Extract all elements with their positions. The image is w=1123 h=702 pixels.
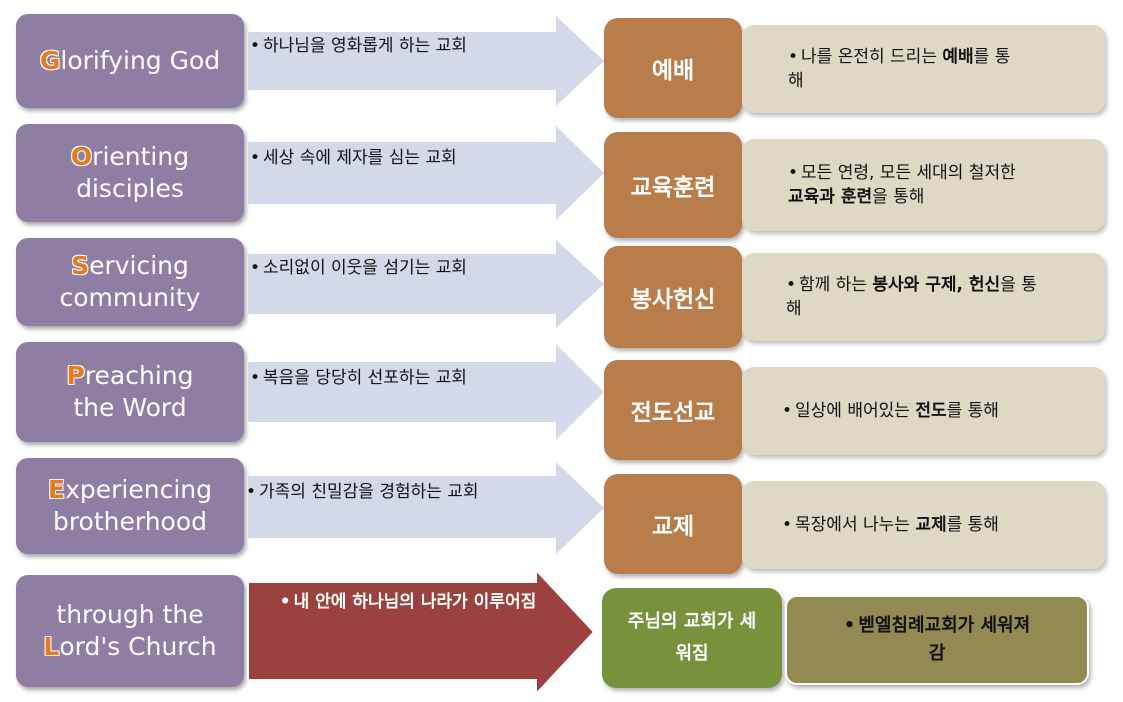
acronym-letter: L [43, 632, 60, 661]
acronym-box-servicing: Servicing community [16, 238, 244, 326]
red-arrow [247, 568, 596, 697]
description-box: •함께 하는 봉사와 구제, 헌신을 통해 [742, 253, 1105, 341]
acronym-box-preaching: Preaching the Word [16, 342, 244, 442]
description-box: •모든 연령, 모든 세대의 철저한 교육과 훈련을 통해 [742, 139, 1105, 231]
ministry-box-worship: 예배 [604, 18, 742, 118]
ministry-box-fellowship: 교제 [604, 474, 742, 574]
acronym-text: reaching [84, 361, 194, 390]
arrow-label: •하나님을 영화롭게 하는 교회 [250, 36, 467, 56]
acronym-text: xperiencing [65, 475, 212, 504]
arrow-label: •복음을 당당히 선포하는 교회 [250, 368, 467, 388]
result-box-church-built: 주님의 교회가 세워짐 [602, 588, 782, 688]
acronym-letter: G [39, 46, 61, 75]
light-arrow [248, 126, 604, 220]
acronym-text: lorifying God [60, 46, 221, 75]
acronym-text: ervicing [89, 251, 189, 280]
light-arrow [248, 240, 604, 328]
acronym-letter: E [48, 475, 66, 504]
description-box: •목장에서 나누는 교제를 통해 [742, 481, 1105, 569]
acronym-text-line2: the Word [73, 393, 187, 422]
ministry-box-evangelism: 전도선교 [604, 360, 742, 460]
result-box-bethel: •벧엘침례교회가 세워져감 [785, 595, 1089, 685]
arrow-label: •소리없이 이웃을 섬기는 교회 [250, 258, 467, 278]
arrow-label: •가족의 친밀감을 경험하는 교회 [246, 482, 479, 502]
ministry-box-education: 교육훈련 [604, 132, 742, 238]
acronym-letter: P [66, 361, 85, 390]
description-box: •일상에 배어있는 전도를 통해 [742, 367, 1105, 455]
ministry-box-service: 봉사헌신 [604, 246, 742, 348]
acronym-text: ord's Church [59, 632, 217, 661]
acronym-text-line2: disciples [76, 174, 184, 203]
light-arrow [248, 462, 604, 554]
acronym-text: rienting [92, 142, 190, 171]
arrow-label: •세상 속에 제자를 심는 교회 [250, 148, 457, 168]
acronym-box-glorifying: Glorifying God [16, 14, 244, 108]
light-arrow [248, 16, 604, 106]
acronym-letter: O [70, 142, 93, 171]
acronym-text-line2: community [59, 283, 201, 312]
acronym-box-orienting: Orienting disciples [16, 124, 244, 222]
final-text-line1: through the [56, 600, 204, 629]
arrow-label-final: •내 안에 하나님의 나라가 이루어짐 [279, 592, 537, 612]
acronym-text-line2: brotherhood [52, 507, 208, 536]
acronym-letter: S [71, 251, 90, 280]
light-arrow [248, 344, 604, 440]
description-box: •나를 온전히 드리는 예배를 통해 [742, 25, 1105, 113]
acronym-box-experiencing: Experiencing brotherhood [16, 458, 244, 554]
